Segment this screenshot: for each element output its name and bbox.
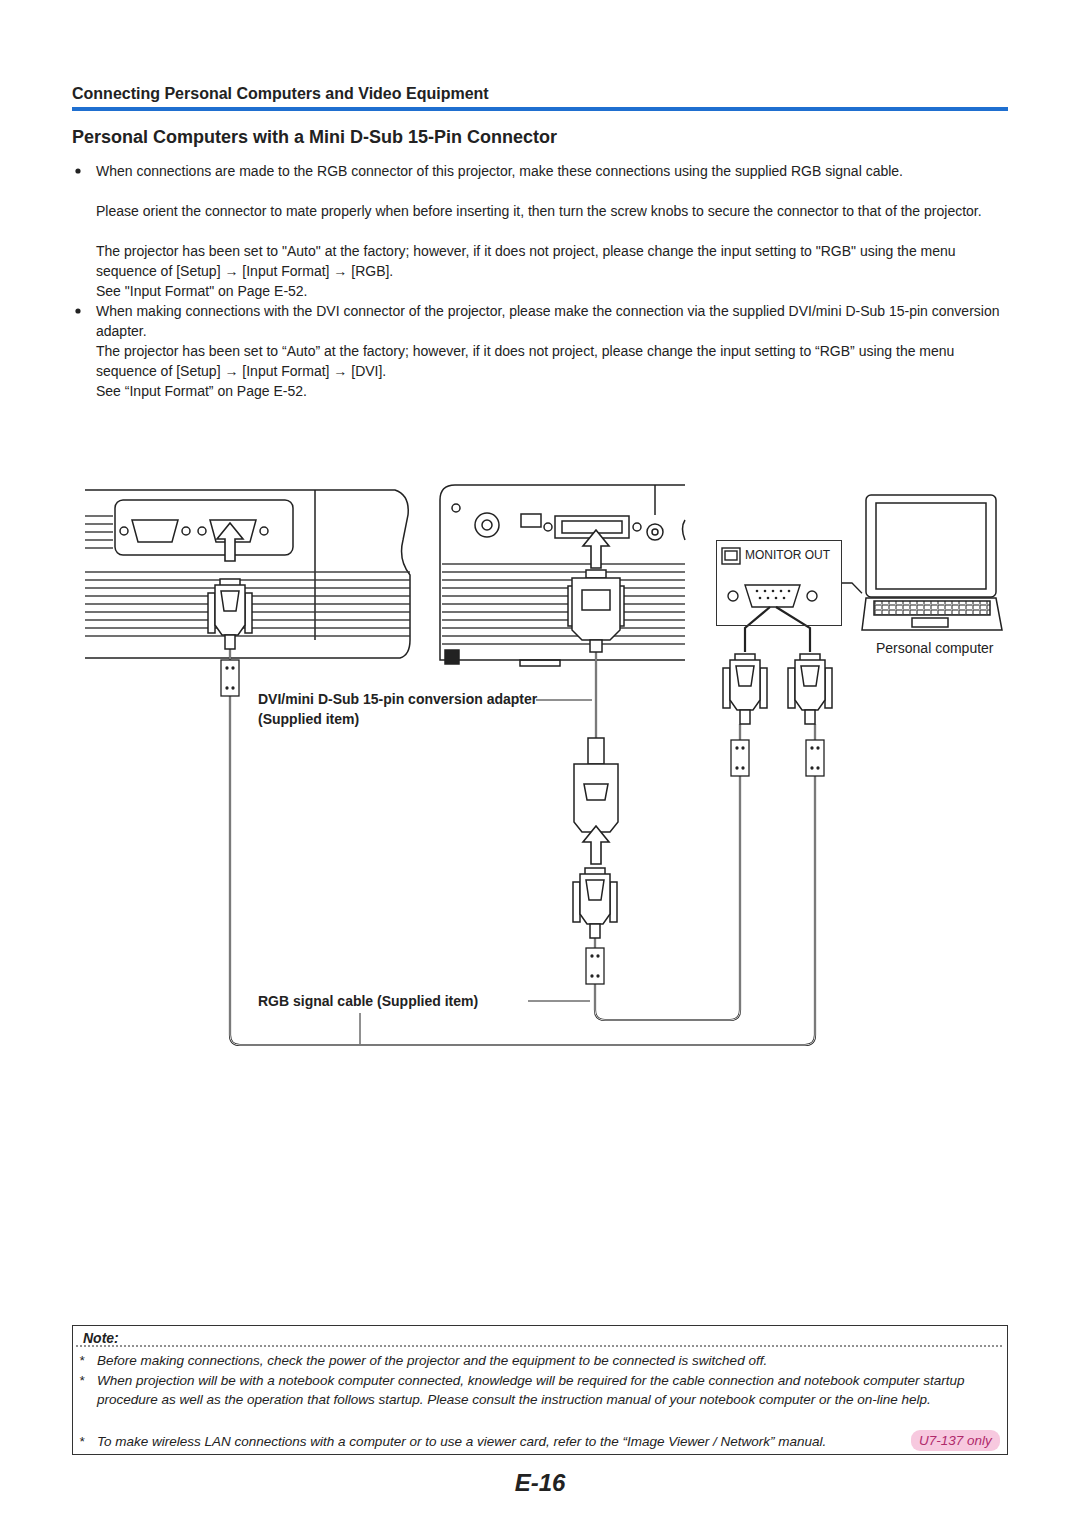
body-text: The projector has been set to "Auto" at … — [96, 241, 1011, 281]
port-name: MONITOR OUT — [745, 547, 830, 563]
page-number: E-16 — [490, 1468, 590, 1498]
body-text: When making connections with the DVI con… — [96, 301, 1011, 341]
body-text: The projector has been set to “Auto” at … — [96, 341, 1011, 381]
callout-connector — [842, 583, 862, 593]
section-title: Personal Computers with a Mini D-Sub 15-… — [72, 126, 557, 148]
note-text: When projection will be with a notebook … — [97, 1371, 1002, 1409]
body-text: Please orient the connector to mate prop… — [96, 201, 1011, 221]
model-tag: U7-137 only — [911, 1430, 1000, 1451]
note-bullet: * — [79, 1432, 84, 1451]
body-text: See “Input Format” on Page E-52. — [96, 381, 1011, 401]
note-text: To make wireless LAN connections with a … — [97, 1432, 907, 1451]
note-bullet: * — [79, 1371, 84, 1390]
body-text: See "Input Format" on Page E-52. — [96, 281, 1011, 301]
device-label: Personal computer — [876, 638, 994, 658]
laptop-figure: Personal computer — [862, 490, 1004, 662]
port-callout-box: MONITOR OUT — [716, 540, 842, 626]
part-label: DVI/mini D-Sub 15-pin conversion adapter… — [258, 689, 538, 729]
section-header: Connecting Personal Computers and Video … — [72, 84, 489, 104]
note-heading: Note: — [83, 1328, 119, 1348]
part-label: RGB signal cable (Supplied item) — [258, 991, 480, 1011]
note-box: Note: * Before making connections, check t… — [72, 1325, 1008, 1455]
note-text: Before making connections, check the pow… — [97, 1351, 1002, 1370]
body-text: When connections are made to the RGB con… — [96, 161, 1011, 181]
note-bullet: * — [79, 1351, 84, 1370]
